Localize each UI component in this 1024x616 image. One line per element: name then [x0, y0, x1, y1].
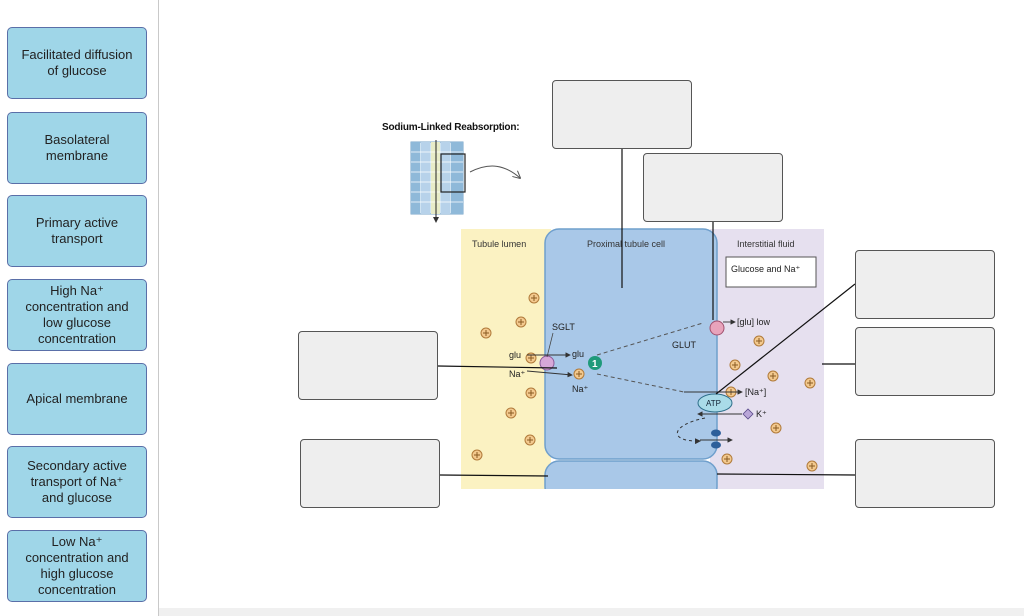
- drop-target-sglt[interactable]: [298, 331, 438, 400]
- glu-cell-label: glu: [572, 349, 584, 359]
- sglt-label: SGLT: [552, 322, 575, 332]
- lumen-label: Tubule lumen: [472, 239, 526, 249]
- k-channel-icon: [711, 429, 721, 437]
- k-label: K⁺: [756, 409, 767, 419]
- answer-chip-high-na-low-glucose[interactable]: High Na⁺ concentration and low glucose c…: [7, 279, 147, 351]
- glut-transporter-icon: [709, 320, 725, 336]
- leader-lines: [437, 148, 856, 477]
- legend-box: [725, 256, 817, 288]
- answer-chip-basolateral-membrane[interactable]: Basolateral membrane: [7, 112, 147, 184]
- answer-bank: Facilitated diffusion of glucose Basolat…: [0, 0, 159, 616]
- glu-low-label: [glu] low: [737, 317, 771, 327]
- diagram-title: Sodium-Linked Reabsorption:: [382, 122, 520, 133]
- na-cell-label: Na⁺: [572, 384, 589, 394]
- interstitial-label: Interstitial fluid: [737, 239, 795, 249]
- legend-text: Glucose and Na⁺: [731, 264, 801, 274]
- answer-chip-low-na-high-glucose[interactable]: Low Na⁺ concentration and high glucose c…: [7, 530, 147, 602]
- glu-lumen-label: glu: [509, 350, 521, 360]
- step-1-badge: [588, 356, 602, 370]
- drop-target-interstitial[interactable]: [855, 327, 995, 396]
- answer-chip-secondary-active-transport[interactable]: Secondary active transport of Na⁺ and gl…: [7, 446, 147, 518]
- drop-target-basolateral[interactable]: [855, 439, 995, 508]
- answer-chip-apical-membrane[interactable]: Apical membrane: [7, 363, 147, 435]
- sodium-ion-icons: [471, 292, 818, 472]
- tubule-thumbnail: [410, 140, 520, 223]
- answer-chip-facilitated-diffusion[interactable]: Facilitated diffusion of glucose: [7, 27, 147, 99]
- atp-label: ATP: [706, 399, 721, 408]
- tubule-lumen-region: [461, 229, 551, 489]
- na-conc-label: [Na⁺]: [745, 387, 766, 397]
- potassium-ion-icon: [742, 408, 754, 420]
- na-lumen-label: Na⁺: [509, 369, 526, 379]
- drop-target-apical[interactable]: [300, 439, 440, 508]
- cell-label: Proximal tubule cell: [587, 239, 665, 249]
- proximal-tubule-cell: [544, 228, 718, 460]
- svg-text:1: 1: [592, 359, 598, 370]
- glut-label: GLUT: [672, 340, 697, 350]
- answer-chip-primary-active-transport[interactable]: Primary active transport: [7, 195, 147, 267]
- bottom-strip: [159, 608, 1024, 616]
- drop-target-atpase[interactable]: [855, 250, 995, 319]
- drop-target-cell-top[interactable]: [552, 80, 692, 149]
- atp-pump-icon: [697, 393, 733, 413]
- drop-target-glut[interactable]: [643, 153, 783, 222]
